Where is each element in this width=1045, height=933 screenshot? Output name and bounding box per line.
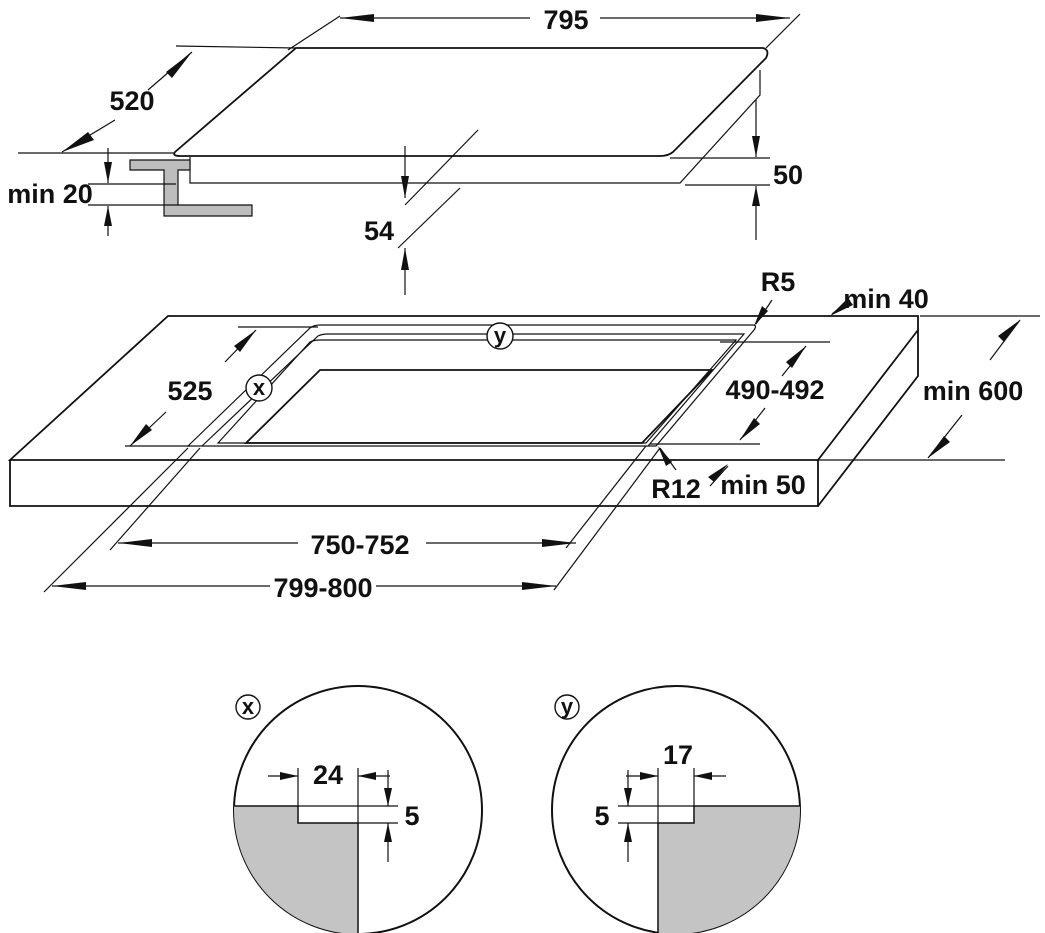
marker-y-icon [486,322,514,350]
arrow-icon [624,788,632,806]
detail-y-5-label: 5 [594,801,609,831]
arrow-icon [118,539,152,547]
arrow-icon [280,772,298,780]
arrow-icon [358,772,376,780]
hob-drawing: 795 520 min 20 50 54 [7,5,803,295]
dim-799-ext-right [553,447,661,591]
radius-r12-label: R12 [651,474,701,504]
marker-x-label: x [253,375,266,400]
cutout-ledge [216,339,738,444]
worktop-side-face [817,330,919,507]
arrow-icon [624,823,632,842]
arrow-icon [694,772,712,780]
arrow-icon [928,436,950,458]
worktop-front-face [9,460,819,507]
dim-min50-label: min 50 [720,470,806,500]
arrow-icon [752,186,760,206]
detail-x: x 24 5 [233,685,483,933]
arrow-icon [708,464,728,482]
dim-750-ext-left [109,447,201,551]
cutout-step [201,333,746,447]
arrow-icon [166,52,192,78]
cutout-outer [186,324,757,447]
detail-y-17-label: 17 [663,740,693,770]
dim-795-ext-left [287,15,341,51]
marker-y-label: y [494,323,507,348]
arrow-icon [640,772,658,780]
arrow-icon [786,346,806,368]
dim-min20-label: min 20 [7,179,93,209]
arrow-icon [401,248,409,270]
arrow-icon [340,14,374,22]
arrow-icon [52,582,86,590]
arrow-icon [754,306,768,326]
dim-min50-leader [709,465,729,487]
dim-54-label: 54 [364,216,394,246]
detail-y-profile [657,805,800,933]
arrow-icon [998,320,1020,342]
arrow-icon [104,206,112,226]
arrow-icon [401,176,409,198]
detail-x-marker-label: x [242,694,255,719]
arrow-icon [104,162,112,183]
detail-y-marker-icon [554,694,580,720]
dim-520-ext-top [175,45,297,49]
detail-y: y 17 5 [551,685,801,933]
detail-x-24-label: 24 [313,760,343,790]
cutout-inner [243,369,715,444]
arrow-icon [830,298,853,316]
dim-799-ext-left [43,447,189,593]
worktop-profile [129,159,253,217]
arrow-icon [384,823,392,842]
dim-min40-label: min 40 [843,284,929,314]
arrow-icon [740,418,760,440]
dim-min600-label: min 600 [923,376,1024,406]
dim-54-ext-top [404,129,479,206]
worktop-top-face [7,315,919,461]
detail-x-5-label: 5 [404,801,419,831]
detail-y-marker-label: y [561,694,574,719]
arrow-icon [234,330,256,352]
dim-750-ext-right [565,445,647,549]
dim-50-label: 50 [773,160,803,190]
dim-750-label: 750-752 [310,530,409,560]
arrow-icon [542,539,576,547]
dim-520-label: 520 [109,86,154,116]
arrow-icon [384,788,392,806]
dim-525-label: 525 [167,376,212,406]
arrow-icon [756,14,790,22]
arrow-icon [522,582,556,590]
dim-799-label: 799-800 [273,573,372,603]
hob-body [189,70,761,184]
detail-x-marker-icon [235,694,261,720]
dim-54-ext-bottom [397,187,461,249]
arrow-icon [130,424,152,446]
arrow-icon [752,136,760,157]
arrow-icon [658,446,672,466]
hob-glass-top [173,47,769,157]
arrow-icon [62,132,94,152]
dim-490-label: 490-492 [725,375,824,405]
marker-x-icon [245,374,273,402]
worktop-drawing: x y R5 min 40 min 600 525 490-4 [7,267,1040,603]
dim-795-ext-right [765,13,801,49]
dim-795-label: 795 [543,5,588,35]
radius-r5-label: R5 [761,267,796,297]
